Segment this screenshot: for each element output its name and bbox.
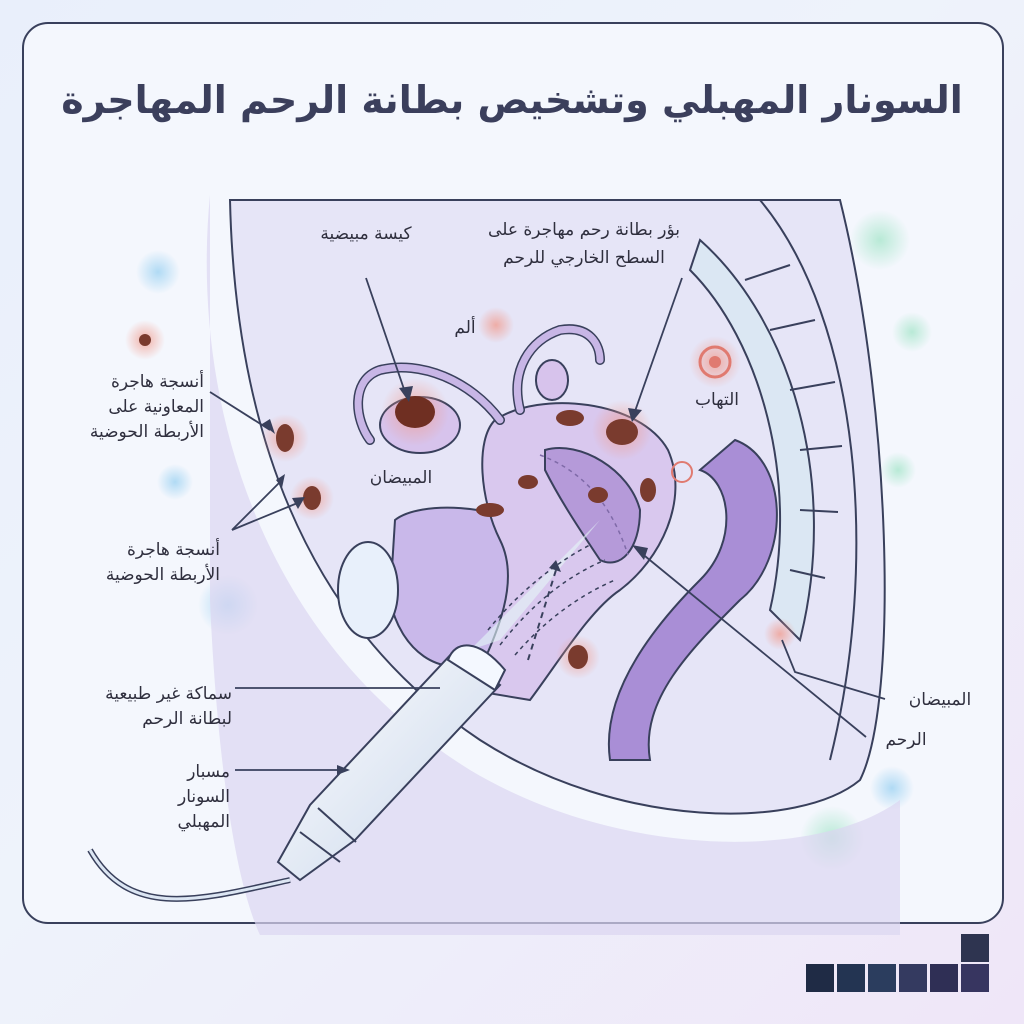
swatch <box>930 964 958 992</box>
label-ovary-left: المبيضان <box>369 468 433 488</box>
label-pelvic-ligaments-line-1: أنسجة هاجرة <box>126 540 220 560</box>
label-probe-line-3: المهبلي <box>177 812 231 832</box>
swatch <box>961 964 989 992</box>
label-thickening-line-1: سماكة غير طبيعية <box>105 684 232 704</box>
label-probe-line-2: السونار <box>178 787 230 807</box>
label-probe-line-1: مسبار <box>187 762 230 782</box>
sacrum <box>688 238 843 642</box>
label-inflammation: التهاب <box>694 390 740 410</box>
swatch <box>806 964 834 992</box>
swatch <box>868 964 896 992</box>
swatch <box>961 934 989 962</box>
label-uterosacral-line-3: الأربطة الحوضية <box>89 422 204 442</box>
transvaginal-probe <box>87 644 507 902</box>
ovarian-cyst-lesion <box>395 396 435 428</box>
label-lesions-line-2: السطح الخارجي للرحم <box>503 248 665 268</box>
label-thickening-line-2: لبطانة الرحم <box>142 709 232 729</box>
label-uterus: الرحم <box>885 730 927 750</box>
decorative-swatch-strip <box>806 934 996 998</box>
label-ovary-right: المبيضان <box>908 690 972 710</box>
arrow-heads <box>262 386 648 775</box>
swatch <box>899 964 927 992</box>
swatch <box>837 964 865 992</box>
label-lesions-line-1: بؤر بطانة رحم مهاجرة على <box>488 220 680 240</box>
label-ovarian-cyst: كيسة مبيضية <box>320 224 412 244</box>
leader-lines <box>209 277 886 771</box>
label-uterosacral-line-2: المعاونية على <box>108 397 204 417</box>
fallopian-tubes <box>353 324 605 445</box>
label-pelvic-ligaments-line-2: الأربطة الحوضية <box>105 565 220 585</box>
pubic-bone <box>337 541 399 639</box>
label-pain: ألم <box>454 318 476 338</box>
ultrasound-beam <box>470 520 616 661</box>
rectum <box>607 438 778 761</box>
page-title: السونار المهبلي وتشخيص بطانة الرحم المها… <box>61 78 963 122</box>
ovary-right <box>535 359 569 401</box>
label-uterosacral-line-1: أنسجة هاجرة <box>110 372 204 392</box>
endometriosis-lesions <box>261 307 796 679</box>
inflammation-target <box>671 336 741 483</box>
